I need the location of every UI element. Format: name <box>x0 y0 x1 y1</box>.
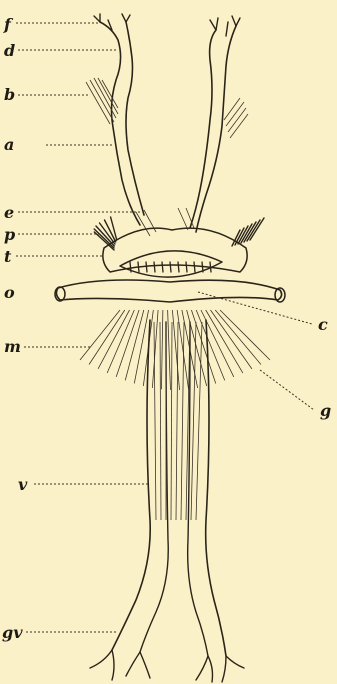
label-m: m <box>4 337 21 356</box>
right-arm <box>190 16 248 232</box>
label-c: c <box>318 315 328 334</box>
label-o: o <box>4 283 15 302</box>
central-body <box>94 208 264 277</box>
label-d: d <box>4 41 15 60</box>
label-g: g <box>320 401 331 420</box>
label-gv: gv <box>2 623 23 642</box>
label-t: t <box>4 247 12 266</box>
label-p: p <box>4 225 15 244</box>
muscle-fan <box>80 310 270 390</box>
label-a: a <box>4 135 14 154</box>
label-b: b <box>4 85 15 104</box>
label-f: f <box>3 15 14 34</box>
left-arm <box>86 14 144 225</box>
trunk <box>90 320 244 682</box>
transverse-tube <box>55 280 285 302</box>
label-v: v <box>18 475 28 494</box>
label-e: e <box>4 203 14 222</box>
